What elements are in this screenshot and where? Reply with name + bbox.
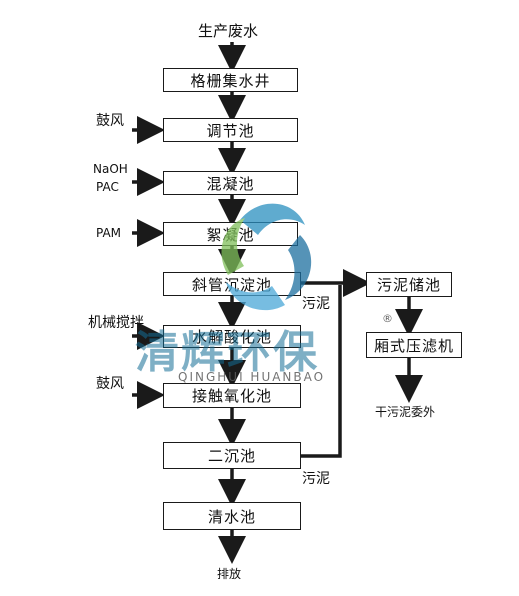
coagulation-tank-box: 混凝池: [163, 171, 298, 195]
contact-oxidation-box: 接触氧化池: [163, 383, 301, 408]
naoh-label: NaOH: [93, 162, 128, 176]
hydrolysis-tank-box: 水解酸化池: [163, 325, 301, 348]
line-secondary-sludge: [301, 285, 342, 458]
blower-label-2: 鼓风: [96, 376, 124, 392]
pam-label: PAM: [96, 226, 122, 240]
source-label: 生产废水: [198, 22, 259, 40]
adjust-tank-box: 调节池: [163, 118, 298, 142]
pac-label: PAC: [96, 180, 119, 194]
sludge-disposal-label: 干污泥委外: [375, 405, 436, 419]
settling-tank-box: 斜管沉淀池: [163, 272, 301, 296]
mechanical-stirring-label: 机械搅拌: [88, 315, 144, 331]
clear-water-box: 清水池: [163, 502, 301, 530]
secondary-settling-box: 二沉池: [163, 442, 301, 469]
sludge-storage-box: 污泥储池: [366, 272, 452, 297]
grid-well-box: 格栅集水井: [163, 68, 298, 92]
sludge-label-lower: 污泥: [302, 471, 330, 487]
flocculation-tank-box: 絮凝池: [163, 222, 298, 246]
outlet-label: 排放: [217, 567, 242, 581]
sludge-label-upper: 污泥: [302, 296, 330, 312]
filter-press-box: 厢式压滤机: [366, 332, 462, 358]
blower-label-1: 鼓风: [96, 113, 124, 129]
